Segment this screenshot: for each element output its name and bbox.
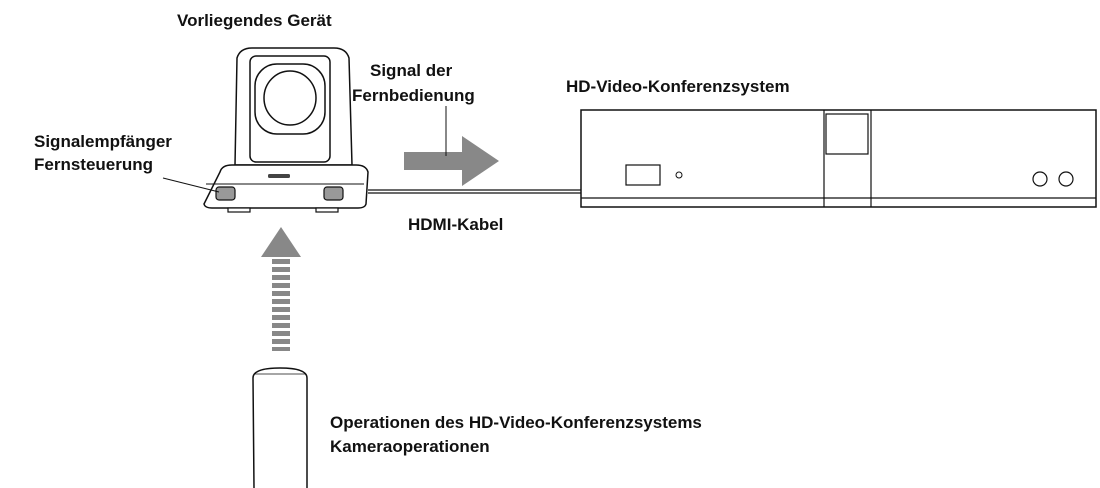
- hdmi-cable: [368, 189, 583, 194]
- camera-device: [203, 47, 369, 213]
- system-window: [825, 113, 869, 155]
- system-button-right: [1058, 171, 1074, 187]
- remote-signal-arrow: [404, 136, 499, 186]
- remote-signal-label-line2: Fernbedienung: [352, 86, 475, 105]
- ir-receiver-right: [323, 186, 344, 201]
- camera-lens: [263, 70, 317, 126]
- upward-arrow-head: [261, 227, 301, 257]
- device-label: Vorliegendes Gerät: [177, 11, 332, 30]
- system-button-left: [1032, 171, 1048, 187]
- camera-indicator: [268, 174, 290, 178]
- remote-control: [252, 367, 308, 488]
- conference-system: [580, 109, 1097, 208]
- ir-receiver-left: [215, 186, 236, 201]
- operations-label-line2: Kameraoperationen: [330, 437, 490, 456]
- remote-signal-label-line1: Signal der: [370, 61, 453, 80]
- upward-signal-arrow: [261, 227, 301, 351]
- receiver-label-line2: Fernsteuerung: [34, 155, 153, 174]
- system-display: [625, 164, 661, 186]
- receiver-leader-line: [162, 177, 220, 193]
- system-label: HD-Video-Konferenzsystem: [566, 77, 790, 96]
- operations-label-line1: Operationen des HD-Video-Konferenzsystem…: [330, 413, 702, 432]
- cable-label: HDMI-Kabel: [408, 215, 503, 234]
- camera-foot-right: [315, 207, 339, 213]
- camera-foot-left: [227, 207, 251, 213]
- receiver-label-line1: Signalempfänger: [34, 132, 172, 151]
- system-led: [675, 171, 683, 179]
